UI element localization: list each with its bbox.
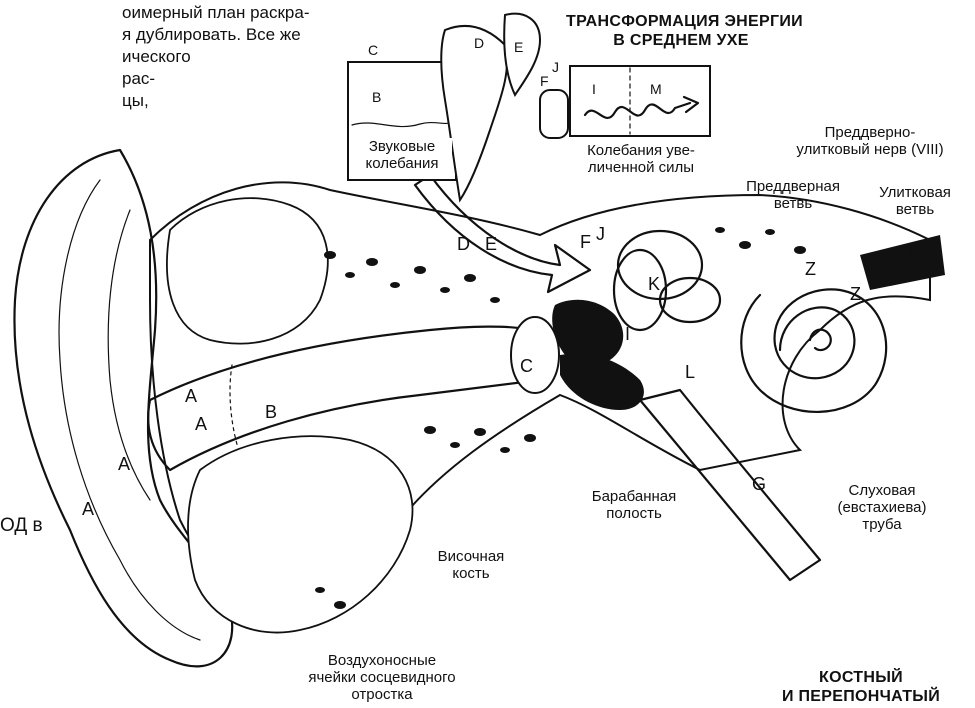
svg-text:D: D: [474, 35, 484, 51]
letter-d: D: [457, 234, 470, 254]
text-fragment-1: оимерный план раскра-: [122, 2, 309, 24]
amplified-vibrations-caption: Колебания уве- личенной силы: [574, 142, 708, 176]
mastoid-air-cells-label: Воздухоносные ячейки сосцевидного отрост…: [282, 652, 482, 703]
cochlear-branch-line-1: Улитковая: [860, 184, 970, 201]
letter-o: O: [612, 369, 626, 389]
eustachian-tube-label: Слуховая (евстахиева) труба: [822, 482, 942, 533]
eardrum: [511, 317, 559, 393]
mastoid-air-cells-line-3: отростка: [282, 686, 482, 703]
amplified-vibrations-line-1: Колебания уве-: [574, 142, 708, 159]
svg-text:E: E: [514, 39, 523, 55]
amplified-vibrations-line-2: личенной силы: [574, 159, 708, 176]
sound-vibrations-line-1: Звуковые: [352, 138, 452, 155]
letter-b: B: [265, 402, 277, 422]
letter-a-2: A: [82, 499, 94, 519]
svg-text:C: C: [368, 42, 378, 58]
letter-a-3: A: [195, 414, 207, 434]
tympanic-cavity-line-2: полость: [582, 505, 686, 522]
letter-k: K: [648, 274, 660, 294]
cochlear-branch-line-2: ветвь: [860, 201, 970, 218]
letter-z-2: Z: [850, 284, 861, 304]
tympanic-cavity-line-1: Барабанная: [582, 488, 686, 505]
vestibular-branch-line-2: ветвь: [728, 195, 858, 212]
svg-text:M: M: [650, 81, 662, 97]
letter-z-3: Z: [905, 244, 916, 264]
text-fragment-4: рас-: [122, 68, 155, 90]
upper-gland-tissue: [167, 198, 328, 343]
section-title-line-2: В СРЕДНЕМ УХЕ: [566, 31, 796, 50]
svg-text:B: B: [372, 89, 381, 105]
cochlear-branch-label: Улитковая ветвь: [860, 184, 970, 218]
vestibulocochlear-line-1: Преддверно-: [770, 124, 970, 141]
mastoid-air-cells-line-1: Воздухоносные: [282, 652, 482, 669]
sound-vibrations-caption: Звуковые колебания: [352, 138, 452, 172]
text-fragment-5: цы,: [122, 90, 149, 112]
text-fragment-2: я дублировать. Все же: [122, 24, 301, 46]
letter-l: L: [685, 362, 695, 382]
letter-i: I: [625, 324, 630, 344]
bottom-title-line-2: И ПЕРЕПОНЧАТЫЙ: [752, 687, 970, 706]
vestibular-branch-label: Преддверная ветвь: [728, 178, 858, 212]
section-title: ТРАНСФОРМАЦИЯ ЭНЕРГИИ В СРЕДНЕМ УХЕ: [566, 12, 796, 50]
text-fragment-6: ОД в: [0, 515, 43, 537]
temporal-bone-line-1: Височная: [428, 548, 514, 565]
bottom-section-title: КОСТНЫЙ И ПЕРЕПОНЧАТЫЙ: [752, 668, 970, 708]
letter-g: G: [752, 474, 766, 494]
eustachian-tube-line-2: (евстахиева): [822, 499, 942, 516]
svg-text:I: I: [592, 81, 596, 97]
lower-gland-tissue: [188, 436, 412, 632]
letter-a-4: A: [185, 386, 197, 406]
vestibulocochlear-nerve-label: Преддверно- улитковый нерв (VIII): [770, 124, 970, 158]
cochlea-inner: [810, 330, 831, 350]
svg-text:J: J: [552, 59, 559, 75]
sound-vibrations-line-2: колебания: [352, 155, 452, 172]
letter-a-1: A: [118, 454, 130, 474]
vestibulocochlear-line-2: улитковый нерв (VIII): [770, 141, 970, 158]
letter-f: F: [580, 232, 591, 252]
eustachian-tube-line-1: Слуховая: [822, 482, 942, 499]
temporal-bone-label: Височная кость: [428, 548, 514, 582]
letter-j: J: [596, 224, 605, 244]
letter-z-1: Z: [805, 259, 816, 279]
letter-e: E: [485, 234, 497, 254]
svg-text:F: F: [540, 73, 549, 89]
mastoid-air-cells-line-2: ячейки сосцевидного: [282, 669, 482, 686]
text-fragment-3: ического: [122, 46, 191, 68]
temporal-bone-line-2: кость: [428, 565, 514, 582]
eustachian-tube-line-3: труба: [822, 516, 942, 533]
tympanic-cavity-label: Барабанная полость: [582, 488, 686, 522]
vestibular-branch-line-1: Преддверная: [728, 178, 858, 195]
bottom-title-line-1: КОСТНЫЙ: [752, 668, 970, 687]
section-title-line-1: ТРАНСФОРМАЦИЯ ЭНЕРГИИ: [566, 12, 796, 31]
letter-c: C: [520, 356, 533, 376]
